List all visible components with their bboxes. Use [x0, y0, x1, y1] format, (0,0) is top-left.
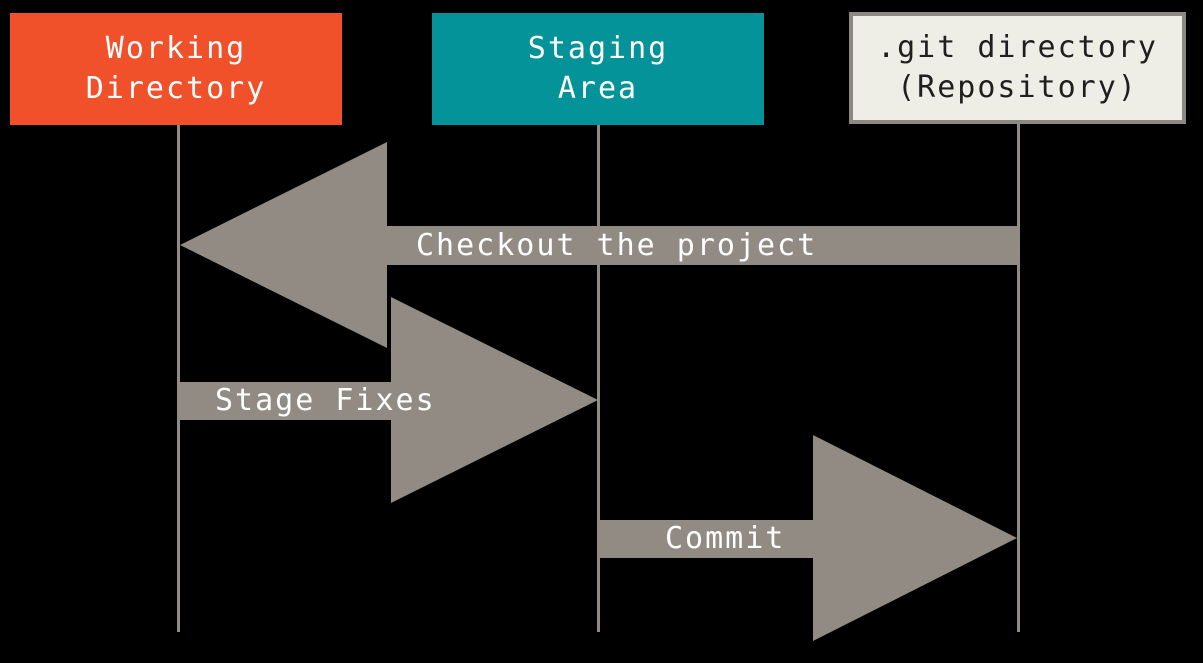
commit-arrow-head-right-icon — [813, 435, 1017, 641]
commit-arrow-label: Commit — [665, 521, 786, 556]
checkout-arrow-head-left-icon — [180, 142, 387, 348]
git-directory-box: .git directory (Repository) — [849, 12, 1186, 124]
git-directory-label-line2: (Repository) — [897, 70, 1138, 105]
staging-area-box: Staging Area — [432, 13, 764, 125]
git-directory-label-line1: .git directory — [877, 30, 1158, 65]
stage-fixes-arrow-head-right-icon — [391, 297, 598, 503]
staging-area-label-line1: Staging — [527, 31, 669, 66]
working-directory-label-line2: Directory — [85, 71, 267, 106]
checkout-arrow-shaft — [387, 226, 1017, 265]
stage-fixes-arrow-label: Stage Fixes — [215, 383, 436, 418]
git-directory-lifeline — [1017, 124, 1020, 632]
working-directory-box: Working Directory — [10, 13, 342, 125]
stage-fixes-arrow-shaft — [178, 382, 391, 420]
working-directory-lifeline — [177, 125, 180, 632]
staging-area-label-line2: Area — [557, 71, 639, 106]
working-directory-label-line1: Working — [105, 31, 247, 66]
commit-arrow-shaft — [598, 520, 813, 558]
staging-area-lifeline — [597, 125, 600, 632]
checkout-arrow-label: Checkout the project — [416, 228, 818, 263]
